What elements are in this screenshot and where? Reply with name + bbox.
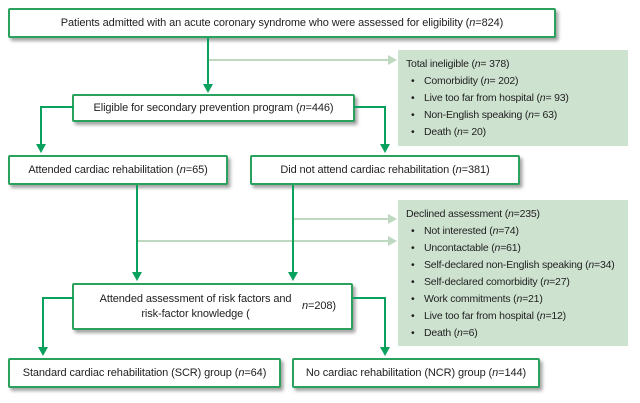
declined-item: Work commitments (n=21) xyxy=(406,291,626,308)
connector-eligible-to-didnotattend xyxy=(384,106,386,145)
connector-attended-to-assessment xyxy=(136,185,138,273)
arrowhead-ncr-icon xyxy=(380,347,390,356)
arrowhead-assessment-left-icon xyxy=(132,272,142,281)
box-ncr-group: No cardiac rehabilitation (NCR) group (n… xyxy=(292,358,540,388)
declined-assessment-panel: Declined assessment (n=235) Not interest… xyxy=(398,200,628,346)
declined-panel-title: Declined assessment (n=235) xyxy=(406,208,540,220)
ineligible-item: Non-English speaking (n= 63) xyxy=(406,107,626,124)
ineligible-panel-title: Total ineligible (n= 378) xyxy=(406,58,510,70)
connector-didnotattend-to-assessment xyxy=(292,185,294,273)
connector-eligible-right-h xyxy=(353,106,386,108)
declined-item: Not interested (n=74) xyxy=(406,223,626,240)
pale-connector-didnotattend-to-declined xyxy=(293,218,390,220)
ineligible-item: Live too far from hospital (n= 93) xyxy=(406,90,626,107)
box-attended-assessment: Attended assessment of risk factors and … xyxy=(72,283,353,330)
connector-assessment-to-scr xyxy=(42,297,44,348)
pale-connector-attended-to-declined xyxy=(137,240,390,242)
declined-item: Self-declared comorbidity (n=27) xyxy=(406,274,626,291)
arrowhead-didnotattend-icon xyxy=(380,144,390,153)
declined-item: Live too far from hospital (n=12) xyxy=(406,308,626,325)
declined-item: Uncontactable (n=61) xyxy=(406,240,626,257)
pale-arrowhead-ineligible-icon xyxy=(388,55,397,65)
connector-assessment-to-ncr xyxy=(384,297,386,348)
box-scr-group: Standard cardiac rehabilitation (SCR) gr… xyxy=(8,358,281,388)
arrowhead-attended-icon xyxy=(36,144,46,153)
connector-assessment-right-h xyxy=(351,297,386,299)
connector-eligible-to-attended xyxy=(40,106,42,145)
pale-arrowhead-declined-upper-icon xyxy=(388,214,397,224)
box-did-not-attend-rehab: Did not attend cardiac rehabilitation (n… xyxy=(250,155,520,185)
ineligible-panel-list: Comorbidity (n= 202) Live too far from h… xyxy=(406,73,626,141)
box-assessed-for-eligibility: Patients admitted with an acute coronary… xyxy=(8,8,556,38)
declined-item: Death (n=6) xyxy=(406,325,626,342)
arrowhead-scr-icon xyxy=(38,347,48,356)
arrowhead-assessment-right-icon xyxy=(288,272,298,281)
box-eligible: Eligible for secondary prevention progra… xyxy=(72,94,355,122)
box-attended-rehab: Attended cardiac rehabilitation (n=65) xyxy=(8,155,228,185)
declined-item: Self-declared non-English speaking (n=34… xyxy=(406,257,626,274)
connector-assessment-left-h xyxy=(42,297,74,299)
declined-panel-list: Not interested (n=74) Uncontactable (n=6… xyxy=(406,223,626,342)
arrowhead-eligible-icon xyxy=(203,84,213,93)
ineligible-item: Comorbidity (n= 202) xyxy=(406,73,626,90)
pale-connector-to-ineligible xyxy=(208,59,390,61)
connector-assessed-to-eligible xyxy=(207,38,209,85)
pale-arrowhead-declined-lower-icon xyxy=(388,236,397,246)
ineligible-item: Death (n= 20) xyxy=(406,124,626,141)
connector-eligible-left-h xyxy=(40,106,74,108)
total-ineligible-panel: Total ineligible (n= 378) Comorbidity (n… xyxy=(398,50,628,146)
